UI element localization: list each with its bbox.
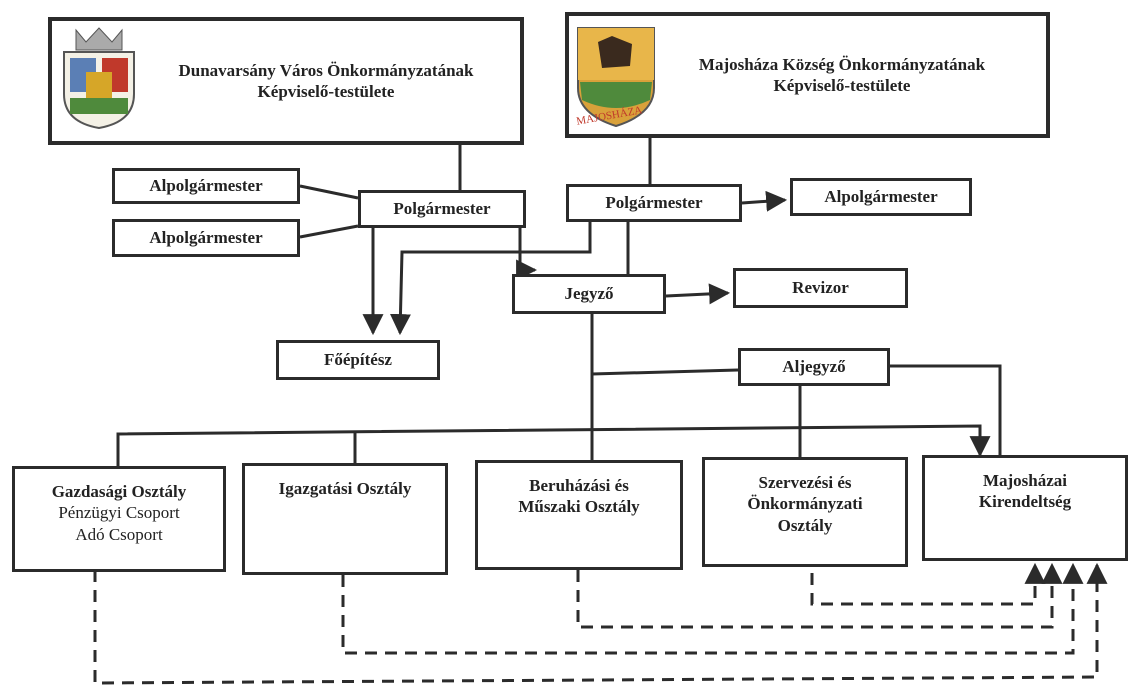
dept-igazgatasi: Igazgatási Osztály [242,463,448,575]
dept-beruhazasi: Beruházási és Műszaki Osztály [475,460,683,570]
dunavarsany-coat-of-arms [63,27,135,130]
dashed-szervezesi-to-kirendeltseg [810,562,1046,606]
dept-gazdasagi-sub2: Adó Csoport [75,524,163,544]
majoshaza-council-line1: Majosháza Község Önkormányzatának [698,54,986,74]
polgarmester-dunavarsany: Polgármester [358,190,526,228]
alpolgarmester-dunavarsany-2: Alpolgármester [112,219,300,257]
link-mayor-to-vicemayor-m [741,190,788,212]
foepitesz-box: Főépítész [276,340,440,380]
dept-gazdasagi-sub1: Pénzügyi Csoport [58,503,180,523]
dept-igazgatasi-title: Igazgatási Osztály [278,479,412,498]
dunavarsany-council-box: Dunavarsány Város Önkormányzatának Képvi… [48,17,524,145]
link-mayor-d-to-jegyzo [516,228,538,281]
dunavarsany-council-line1: Dunavarsány Város Önkormányzatának [178,60,474,80]
dept-kirendeltseg: Majosházai Kirendeltség [922,455,1128,561]
dunavarsany-council-line2: Képviselő-testülete [257,82,395,101]
link-jegyzo-to-revizor [665,283,731,305]
link-mayor-m-to-foepitesz [389,220,592,336]
link-aljegyzo-to-kirendeltseg [890,364,1002,462]
link-department-bus [116,424,991,466]
majoshaza-coat-of-arms [577,27,655,128]
dept-gazdasagi: Gazdasági Osztály Pénzügyi Csoport Adó C… [12,466,226,572]
link-vicemayor2-to-mayor [299,224,359,239]
dept-gazdasagi-title: Gazdasági Osztály [51,482,187,501]
alpolgarmester-dunavarsany-1: Alpolgármester [112,168,300,204]
link-vicemayor1-to-mayor [299,184,359,200]
dept-szervezesi: Szervezési és Önkormányzati Osztály [702,457,908,567]
majoshaza-council-line2: Képviselő-testülete [773,76,911,95]
link-jegyzo-to-aljegyzo [591,368,739,376]
dashed-igazgatasi-to-kirendeltseg [341,562,1084,655]
aljegyzo-box: Aljegyző [738,348,890,386]
dashed-gazdasagi-to-kirendeltseg [93,562,1108,685]
revizor-box: Revizor [733,268,908,308]
polgarmester-majoshaza: Polgármester [566,184,742,222]
dashed-beruhazasi-to-kirendeltseg [576,562,1063,629]
alpolgarmester-majoshaza: Alpolgármester [790,178,972,216]
jegyzo-box: Jegyző [512,274,666,314]
